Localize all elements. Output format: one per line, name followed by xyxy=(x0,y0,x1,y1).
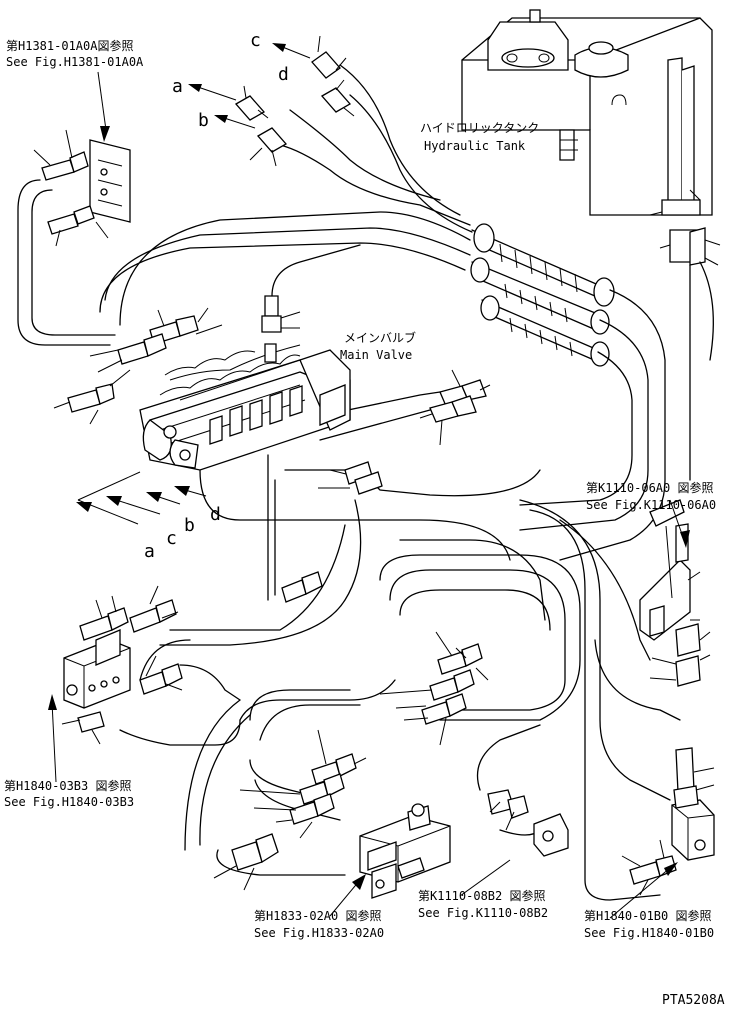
marker-left-a: a xyxy=(144,541,155,562)
text-labels: 第H1381-01A0A図参照 See Fig.H1381-01A0A ハイドロ… xyxy=(4,30,725,1008)
ref-bottom-c-jp: 第H1840-01B0 図参照 xyxy=(584,908,711,923)
ref-bottom-a-en: See Fig.H1833-02A0 xyxy=(254,926,384,940)
marker-left-d: d xyxy=(210,504,221,525)
ref-left-low-jp: 第H1840-03B3 図参照 xyxy=(4,778,131,793)
main-valve-label-en: Main Valve xyxy=(340,348,412,362)
marker-top-d: d xyxy=(278,64,289,85)
ref-bottom-a-jp: 第H1833-02A0 図参照 xyxy=(254,908,381,923)
tank-fittings xyxy=(649,189,721,266)
ref-left-low-en: See Fig.H1840-03B3 xyxy=(4,795,134,809)
ref-right-mid-jp: 第K1110-06A0 図参照 xyxy=(586,480,713,495)
ref-right-mid-en: See Fig.K1110-06A0 xyxy=(586,498,716,512)
hose-fittings xyxy=(33,35,715,899)
ref-bottom-b-jp: 第K1110-08B2 図参照 xyxy=(418,888,545,903)
drawing-code: PTA5208A xyxy=(662,993,725,1008)
ref-top-left-en: See Fig.H1381-01A0A xyxy=(6,55,144,69)
ref-top-left-jp: 第H1381-01A0A図参照 xyxy=(6,38,133,53)
marker-top-c: c xyxy=(250,30,261,51)
hose-routes xyxy=(17,64,714,901)
marker-top-a: a xyxy=(172,76,183,97)
ref-bottom-c-en: See Fig.H1840-01B0 xyxy=(584,926,714,940)
main-valve xyxy=(139,344,351,471)
coiled-hoses xyxy=(470,223,615,367)
hydraulic-tank xyxy=(461,9,713,216)
marker-left-c: c xyxy=(166,528,177,549)
marker-left-b: b xyxy=(184,515,195,536)
tank-label-en: Hydraulic Tank xyxy=(424,139,526,153)
ref-bottom-b-en: See Fig.K1110-08B2 xyxy=(418,906,548,920)
tank-label-jp: ハイドロリックタンク xyxy=(420,121,539,135)
main-valve-top-fitting xyxy=(261,244,361,363)
marker-top-b: b xyxy=(198,110,209,131)
main-valve-label-jp: メインバルブ xyxy=(344,330,416,345)
line-marker-arrows xyxy=(76,43,311,525)
reference-leaders xyxy=(48,71,690,919)
